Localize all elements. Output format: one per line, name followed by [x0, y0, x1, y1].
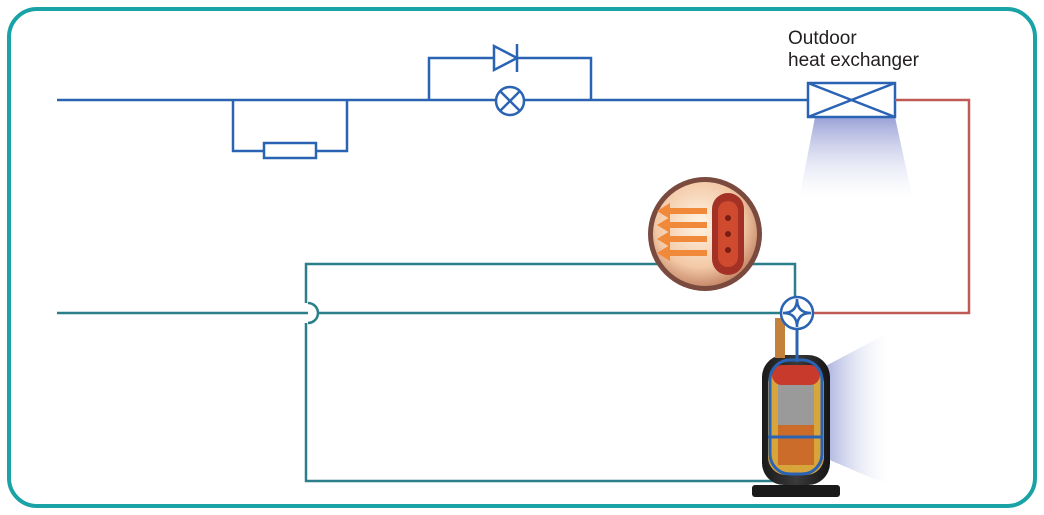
check-valve-icon	[492, 43, 520, 73]
hot-gas-line	[814, 98, 971, 315]
four-way-valve-icon	[779, 295, 815, 331]
label-line-2: heat exchanger	[788, 50, 919, 71]
scroll-compressor-icon	[752, 318, 840, 497]
outdoor-airflow	[799, 117, 913, 200]
heat-transfer-magnifier-icon	[648, 177, 762, 291]
expansion-valve-icon	[494, 85, 526, 117]
heat-exchanger-icon	[806, 81, 897, 119]
label-line-1: Outdoor	[788, 28, 857, 49]
resistor-icon	[262, 141, 318, 160]
compressor-airflow	[818, 333, 888, 485]
outdoor-heat-exchanger-label: Outdoor heat exchanger	[788, 28, 919, 72]
